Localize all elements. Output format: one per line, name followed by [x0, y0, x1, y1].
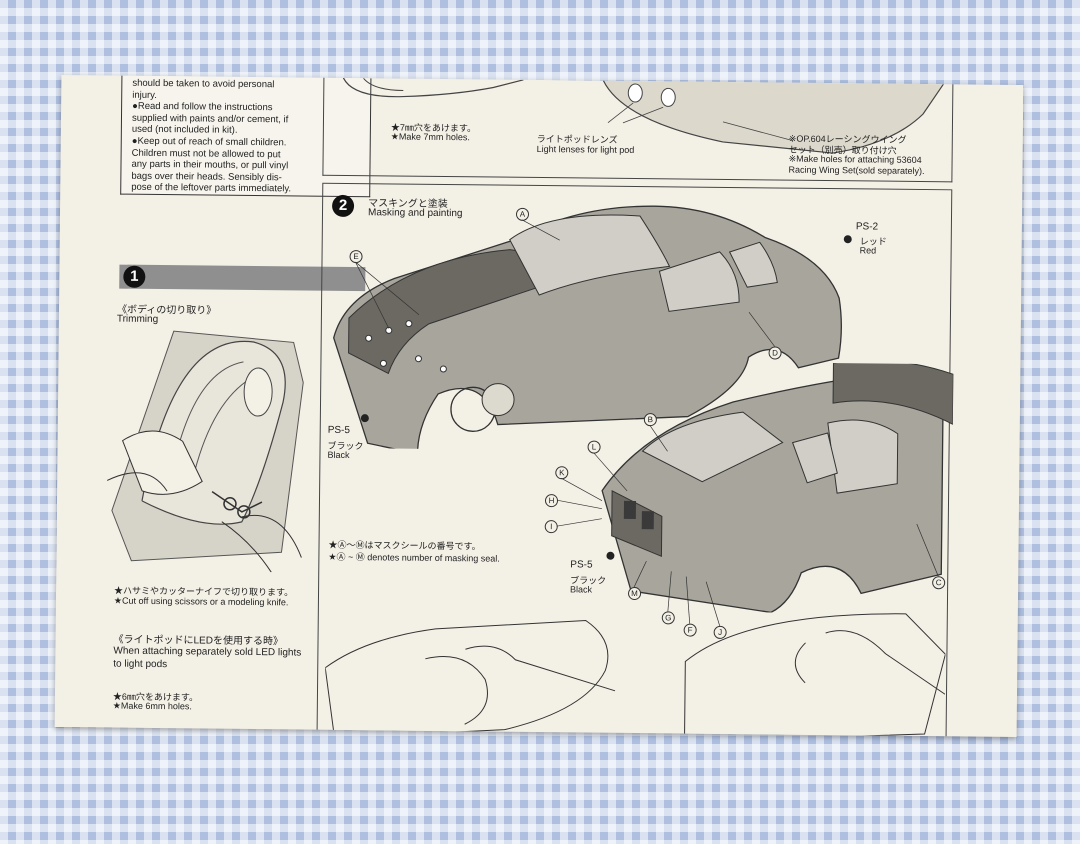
hands-bottom-illustration [324, 613, 946, 738]
top-illustration [342, 77, 944, 154]
trimming-illustration [106, 330, 304, 573]
car-rear-illustration [601, 360, 954, 614]
leader-lines [355, 219, 939, 627]
